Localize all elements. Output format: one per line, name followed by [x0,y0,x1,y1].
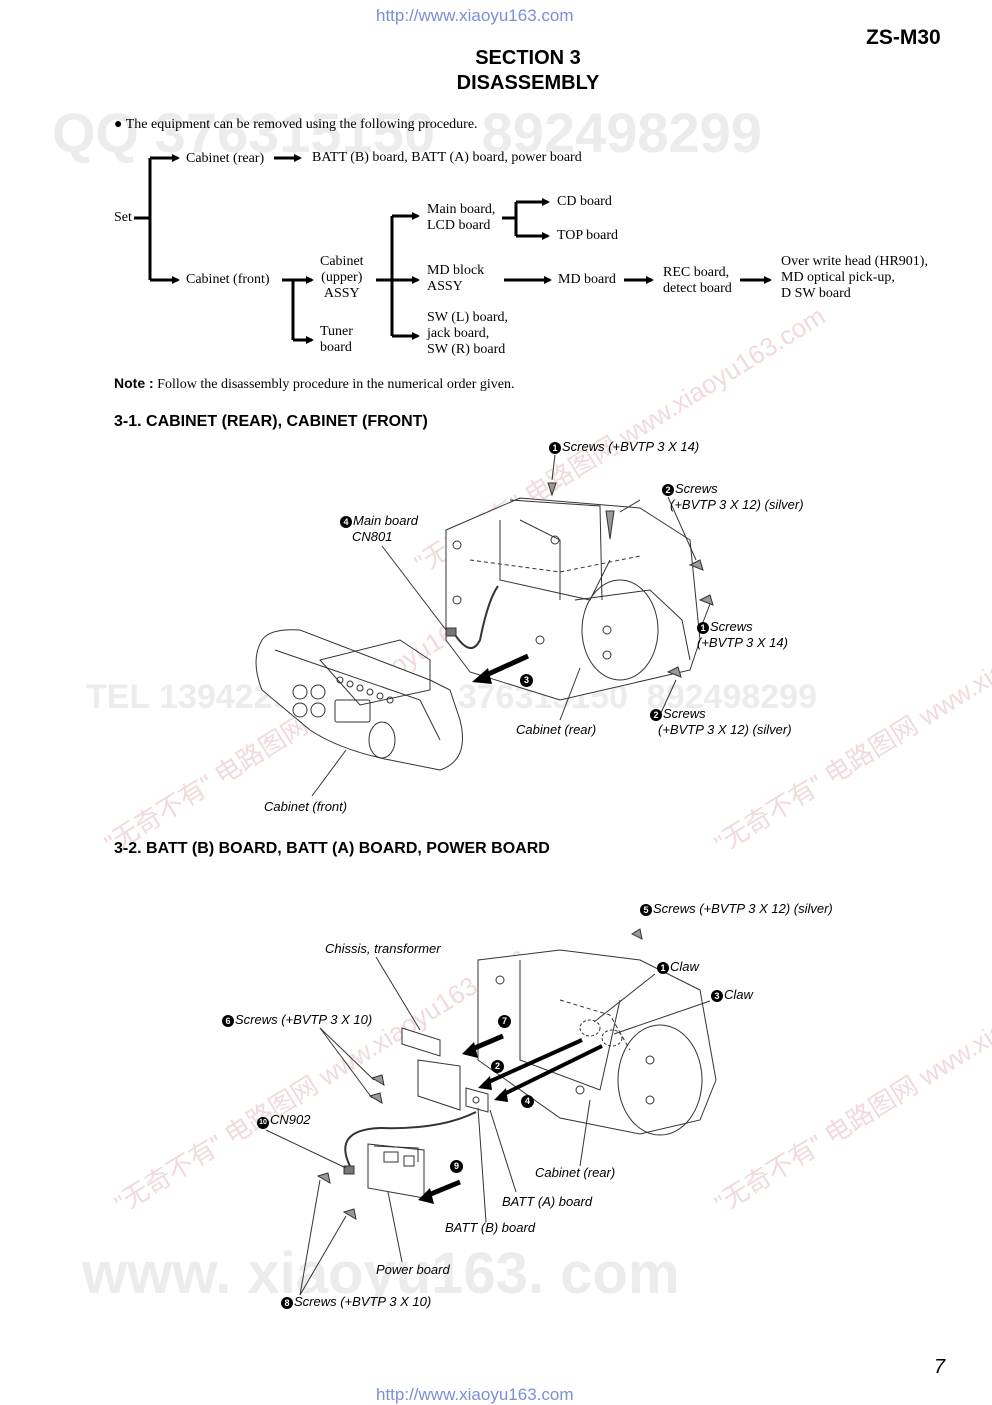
section-3-2-title: 3-2. BATT (B) BOARD, BATT (A) BOARD, POW… [114,840,550,857]
step-3-badge: 3 [520,674,533,687]
flow-tuner-board: Tuner board [320,324,353,355]
bottom-url[interactable]: http://www.xiaoyu163.com [376,1385,574,1404]
label-cabinet-front: Cabinet (front) [264,799,348,814]
section-title: DISASSEMBLY [456,72,600,94]
section-number: SECTION 3 [475,47,581,69]
step-7-badge: 7 [498,1015,511,1028]
flow-rec-board: REC board, detect board [663,265,732,296]
flow-cabinet-upper: Cabinet (upper) ASSY [320,254,364,301]
flow-top-board: TOP board [557,228,619,243]
label-chassis-transformer: Chissis, transformer [325,941,441,956]
flow-cabinet-rear: Cabinet (rear) [186,151,265,166]
step-9-badge: 9 [450,1160,463,1173]
label-power-board: Power board [376,1262,450,1277]
label-cabinet-rear-1: Cabinet (rear) [516,722,597,737]
flow-rear-boards: BATT (B) board, BATT (A) board, power bo… [312,150,582,165]
section-3-1-title: 3-1. CABINET (REAR), CABINET (FRONT) [114,413,428,430]
watermark-qq: QQ 376315150 892498299 [52,101,762,164]
intro-text: ● The equipment can be removed using the… [114,117,478,132]
step-2-badge: 2 [491,1060,504,1073]
flow-set: Set [114,210,132,225]
note: Note : Follow the disassembly procedure … [114,375,515,392]
flow-main-board: Main board, LCD board [427,202,496,233]
page-number: 7 [934,1356,946,1378]
label-cabinet-rear-2: Cabinet (rear) [535,1165,616,1180]
flow-head-parts: Over write head (HR901), MD optical pick… [781,254,928,301]
label-batt-a-board: BATT (A) board [502,1194,593,1209]
top-url[interactable]: http://www.xiaoyu163.com [376,6,574,25]
step-4-badge: 4 [521,1095,534,1108]
label-batt-b-board: BATT (B) board [445,1220,536,1235]
flow-sw-boards: SW (L) board, jack board, SW (R) board [427,310,508,357]
bullet-icon: ● [114,117,123,132]
flow-md-block: MD block ASSY [427,263,485,294]
flow-cabinet-front: Cabinet (front) [186,272,270,287]
model-number: ZS-M30 [866,26,941,49]
flow-md-board: MD board [558,272,616,287]
watermark-site: www. xiaoyu163. com [82,1241,680,1306]
flow-cd-board: CD board [557,194,612,209]
